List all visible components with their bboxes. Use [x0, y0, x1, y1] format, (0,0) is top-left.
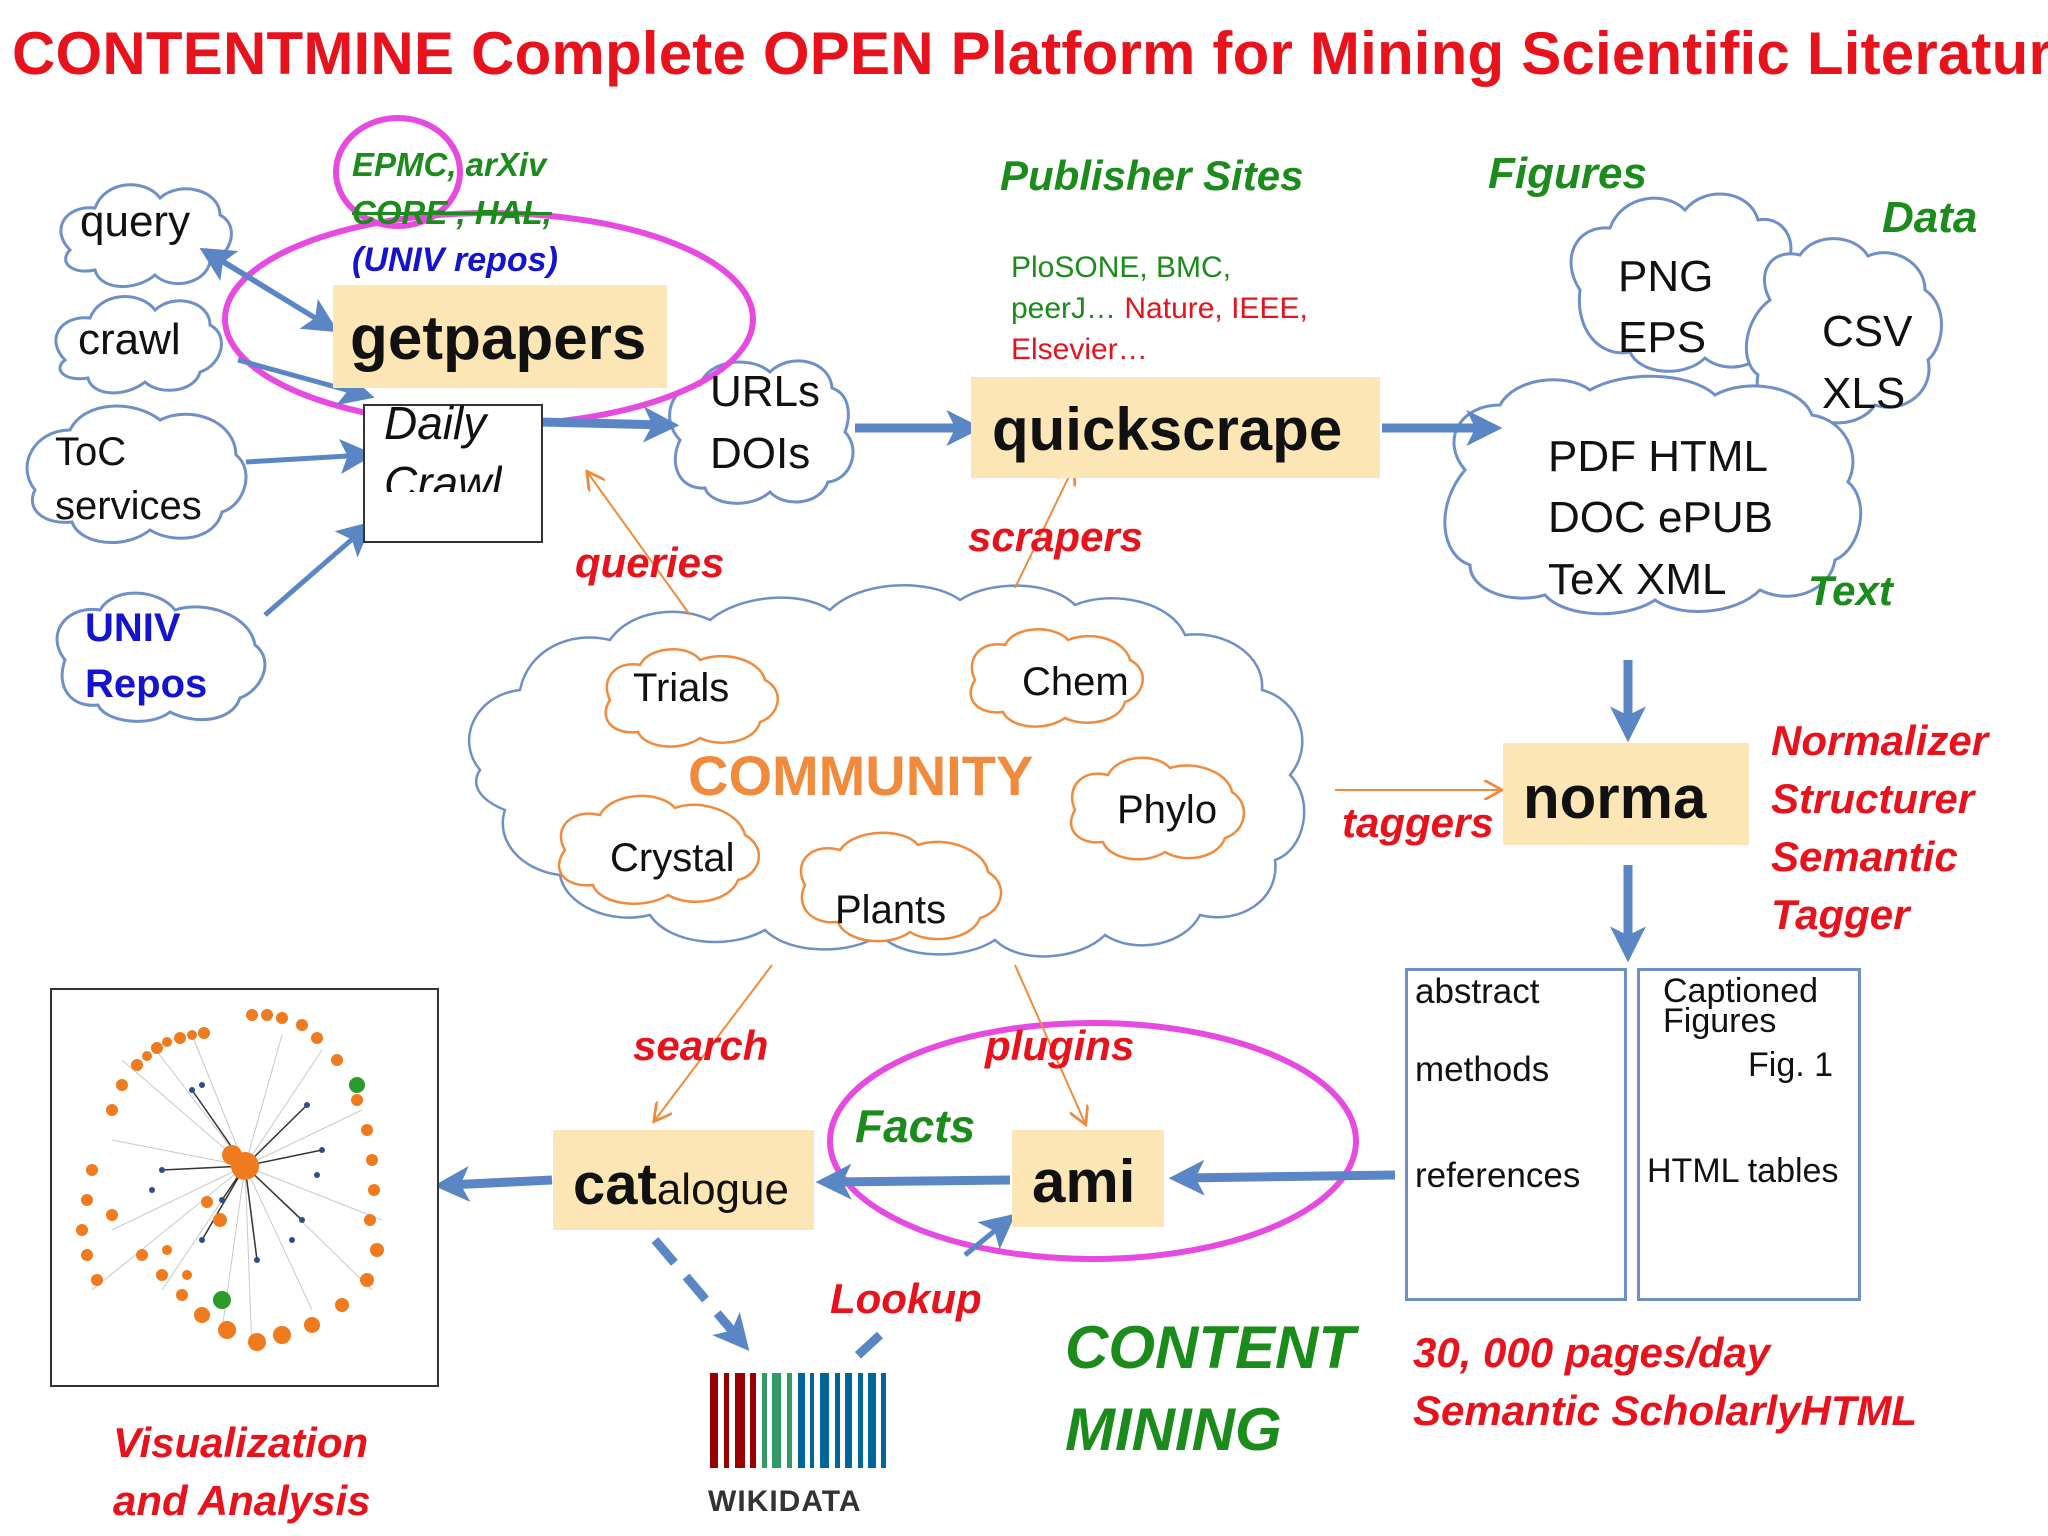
content-label: CONTENT: [1065, 1314, 1355, 1381]
catalogue-rest: alogue: [656, 1165, 789, 1214]
xls-label: XLS: [1822, 369, 1906, 418]
univ-label: UNIV: [85, 606, 181, 650]
catalogue-box: [553, 1130, 814, 1230]
data-heading: Data: [1882, 193, 1978, 242]
page-title: CONTENTMINE Complete OPEN Platform for M…: [12, 20, 2048, 87]
methods-label: methods: [1415, 1050, 1550, 1089]
getpapers-label: getpapers: [350, 304, 647, 373]
norma-role-2: Semantic: [1771, 833, 1958, 880]
urls-label: URLs: [710, 367, 821, 416]
toc-services-label: services: [55, 484, 202, 528]
crawl-label: crawl: [78, 315, 181, 364]
fig1-label: Fig. 1: [1748, 1046, 1834, 1084]
getpapers-box: [333, 285, 667, 388]
dois-label: DOIs: [710, 429, 811, 478]
figures-panel: [1637, 968, 1861, 1301]
norma-role-1: Structurer: [1771, 775, 1975, 822]
cloud-icon: [25, 183, 267, 723]
formats-row1: PDF HTML: [1548, 432, 1768, 481]
lookup-label: Lookup: [830, 1275, 982, 1322]
publisher-line2: peerJ… Nature, IEEE,: [1011, 294, 1308, 324]
png-label: PNG: [1618, 252, 1714, 301]
cloud-icon: [668, 359, 855, 505]
arrow-icon: [199, 247, 1016, 1257]
plants-label: Plants: [835, 888, 947, 932]
publisher-heading: Publisher Sites: [1000, 152, 1304, 199]
arrow-icon: [588, 468, 1500, 1123]
viz-line1: Visualization: [113, 1419, 369, 1466]
repos-line2: CORE , HAL,: [352, 194, 552, 231]
publisher-line3: Elsevier…: [1011, 333, 1148, 366]
captioned-label: Captioned: [1663, 972, 1819, 1010]
stats-line1: 30, 000 pages/day: [1413, 1329, 1771, 1376]
norma-box: [1503, 743, 1749, 845]
text-label: Text: [1808, 567, 1893, 614]
abstract-label: abstract: [1415, 972, 1540, 1011]
trials-label: Trials: [633, 666, 730, 710]
queries-label: queries: [575, 539, 725, 586]
quickscrape-box: [971, 377, 1380, 478]
eps-label: EPS: [1618, 313, 1707, 362]
daily-label: Daily: [384, 397, 487, 449]
formats-row3: TeX XML: [1548, 555, 1727, 604]
norma-label: norma: [1523, 764, 1707, 831]
figures-heading: Figures: [1488, 149, 1647, 198]
community-label: COMMUNITY: [688, 744, 1034, 807]
daily-crawl-box: [363, 404, 543, 543]
network-graph-icon: [76, 1009, 384, 1351]
catalogue-bold: cat: [573, 1152, 657, 1217]
arrow-icon: [433, 406, 1646, 1362]
publisher-green: peerJ…: [1011, 292, 1117, 325]
cloud-icon: [558, 628, 1246, 943]
crawl-sub-label: Crawl: [384, 460, 502, 492]
query-label: query: [80, 197, 191, 246]
facts-label: Facts: [855, 1100, 976, 1152]
phylo-label: Phylo: [1117, 788, 1218, 832]
ami-box: [1012, 1130, 1164, 1227]
csv-label: CSV: [1822, 307, 1913, 356]
figures-sub-label: Figures: [1663, 1002, 1777, 1040]
wikidata-barcode-icon: [710, 1373, 886, 1468]
repos-label: Repos: [85, 662, 208, 706]
repos-line1: EPMC, arXiv: [352, 146, 547, 183]
publisher-red: Nature, IEEE,: [1116, 292, 1308, 325]
plugins-label: plugins: [985, 1022, 1135, 1069]
taggers-label: taggers: [1342, 799, 1494, 846]
norma-role-0: Normalizer: [1771, 717, 1989, 764]
toc-label: ToC: [55, 430, 127, 474]
ami-label: ami: [1032, 1148, 1136, 1215]
stats-line2: Semantic ScholarlyHTML: [1413, 1387, 1918, 1434]
formats-row2: DOC ePUB: [1548, 493, 1773, 542]
viz-line2: and Analysis: [113, 1477, 371, 1524]
network-graph-panel: [50, 988, 439, 1387]
crystal-label: Crystal: [610, 836, 735, 880]
sections-panel: [1405, 968, 1627, 1301]
chem-label: Chem: [1022, 660, 1129, 704]
mining-label: MINING: [1065, 1396, 1282, 1463]
repos-line3: (UNIV repos): [352, 241, 558, 279]
norma-role-3: Tagger: [1771, 891, 1910, 938]
quickscrape-label: quickscrape: [992, 396, 1343, 463]
references-label: references: [1415, 1156, 1581, 1195]
html-tables-label: HTML tables: [1647, 1152, 1839, 1190]
scrapers-label: scrapers: [968, 513, 1144, 560]
cloud-icon: [1443, 192, 1943, 616]
publisher-line1: PloSONE, BMC,: [1011, 251, 1232, 284]
catalogue-label: catalogue: [573, 1156, 789, 1214]
wikidata-label: WIKIDATA: [708, 1485, 862, 1518]
search-label: search: [633, 1022, 769, 1069]
